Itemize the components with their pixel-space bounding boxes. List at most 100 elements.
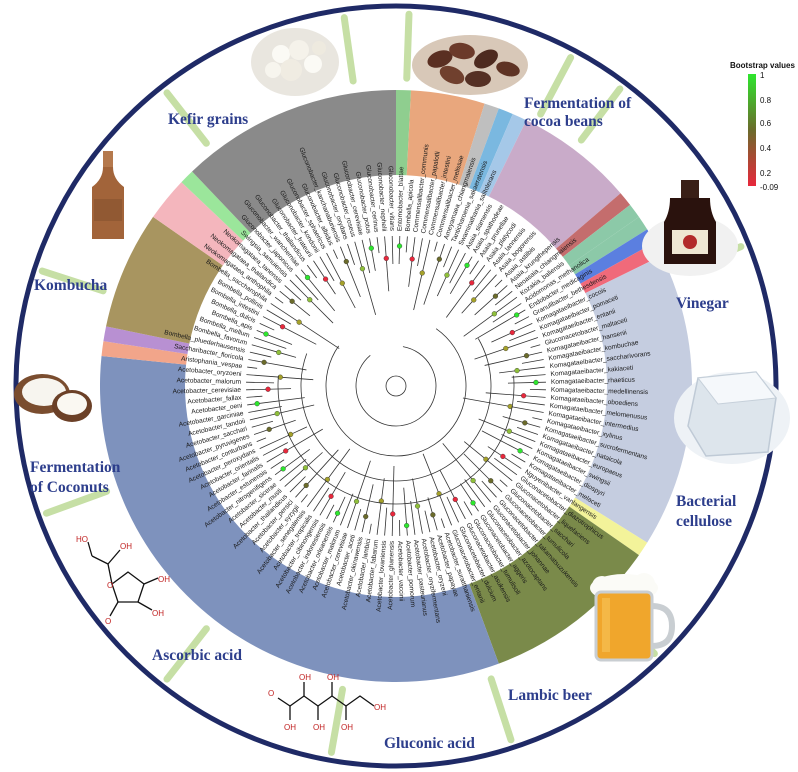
tree-branch: [421, 239, 431, 274]
bootstrap-node: [452, 496, 458, 503]
bootstrap-node: [280, 466, 286, 472]
bootstrap-node: [353, 498, 360, 505]
svg-text:O: O: [107, 581, 113, 590]
tree-branch: [361, 516, 367, 533]
tree-branch: [473, 274, 497, 301]
tree-branch: [262, 316, 283, 328]
tree-branch: [278, 352, 297, 358]
tree-branch: [445, 282, 473, 318]
tree-branch: [298, 321, 340, 349]
tree-branch: [505, 337, 539, 349]
bootstrap-legend: Bootstrap values 1 0.8 0.6 0.4 0.2 -0.09: [730, 61, 795, 192]
tree-branch: [376, 501, 382, 535]
bootstrap-node: [279, 324, 286, 330]
tree-branch: [463, 501, 473, 516]
tree-branch: [280, 376, 314, 381]
bootstrap-node: [339, 280, 345, 286]
sector-divider: [577, 85, 624, 144]
gluconic-acid-structure: O OH OH OH OH OH OH: [268, 673, 386, 732]
bootstrap-node: [409, 256, 415, 262]
tree-branch: [516, 401, 545, 406]
tree-branch: [354, 241, 363, 269]
species-label: Acetobacter_malorum: [176, 377, 241, 386]
tree-branch: [384, 236, 387, 259]
tree-branch: [463, 313, 495, 337]
tree-branch: [270, 459, 285, 469]
tree-branch: [256, 437, 267, 443]
tree-branch: [306, 264, 318, 279]
label-coconut-fermentation-line2: of Coconuts: [30, 479, 109, 496]
legend-tick: 0.2: [760, 169, 772, 178]
svg-text:O: O: [105, 617, 111, 626]
tree-branch: [248, 406, 282, 413]
tree-branch: [410, 501, 416, 535]
bootstrap-node: [470, 477, 476, 484]
bootstrap-node: [303, 482, 309, 489]
tree-branch: [509, 329, 536, 342]
cocoa-beans-image: [412, 35, 528, 95]
tree-branch: [253, 337, 287, 349]
tree-branch: [249, 413, 278, 421]
tree-branch: [499, 479, 508, 487]
label-lambic-beer: Lambic beer: [508, 687, 592, 704]
tree-branch: [512, 323, 533, 333]
kombucha-bottle-image: [92, 151, 124, 239]
svg-text:OH: OH: [120, 542, 132, 551]
tree-branch: [319, 256, 335, 282]
tree-branch: [347, 501, 357, 529]
tree-branch: [279, 458, 307, 482]
bootstrap-node: [470, 500, 476, 506]
bootstrap-node: [522, 420, 528, 426]
tree-branch: [454, 499, 466, 520]
ascorbic-acid-structure: OH HO OH OH O O: [76, 535, 170, 626]
svg-text:HO: HO: [76, 535, 88, 544]
tree-branch: [481, 480, 497, 498]
bootstrap-node: [368, 245, 374, 251]
bootstrap-node: [471, 297, 477, 303]
tree-branch: [300, 338, 492, 482]
tree-branch: [523, 395, 546, 398]
tree-branch: [289, 279, 311, 301]
tree-branch: [501, 434, 533, 449]
tree-branch: [463, 453, 492, 482]
legend-tick: 0.4: [760, 144, 772, 153]
svg-text:OH: OH: [299, 673, 311, 682]
tree-branch: [532, 417, 543, 421]
tree-branch: [279, 290, 293, 302]
tree-branch: [449, 265, 468, 294]
tree-branch: [494, 290, 513, 306]
tree-branch: [282, 449, 310, 470]
sector-divider: [537, 54, 575, 118]
bootstrap-node: [506, 428, 512, 434]
bootstrap-node: [517, 448, 523, 454]
tree-branches: [246, 236, 546, 536]
svg-text:OH: OH: [313, 723, 325, 732]
tree-branch: [326, 252, 343, 284]
tree-branch: [463, 441, 487, 460]
tree-branch: [354, 508, 362, 531]
tree-branch: [411, 237, 416, 260]
legend-tick: 0.8: [760, 96, 772, 105]
tree-branch: [291, 301, 311, 317]
tree-branch: [494, 296, 518, 315]
tree-branch: [380, 478, 385, 502]
tree-branch: [432, 514, 438, 531]
tree-branch: [341, 282, 356, 309]
bootstrap-node: [274, 410, 280, 417]
svg-text:OH: OH: [341, 723, 353, 732]
species-label: Gluconobacter_vitians: [387, 166, 396, 232]
tree-branch: [446, 496, 459, 523]
tree-branch: [305, 449, 339, 486]
tree-branch: [413, 272, 423, 311]
bootstrap-node: [276, 349, 282, 356]
tree-branch: [309, 299, 334, 324]
kefir-grains-image: [251, 28, 339, 96]
legend-color-bar: [748, 74, 756, 186]
tree-branch: [412, 478, 418, 507]
tree-branch: [443, 246, 453, 268]
bootstrap-node: [436, 256, 442, 262]
bootstrap-node: [302, 465, 309, 471]
tree-branch: [490, 480, 503, 493]
tree-branch: [319, 496, 332, 516]
tree-branch: [247, 366, 258, 369]
